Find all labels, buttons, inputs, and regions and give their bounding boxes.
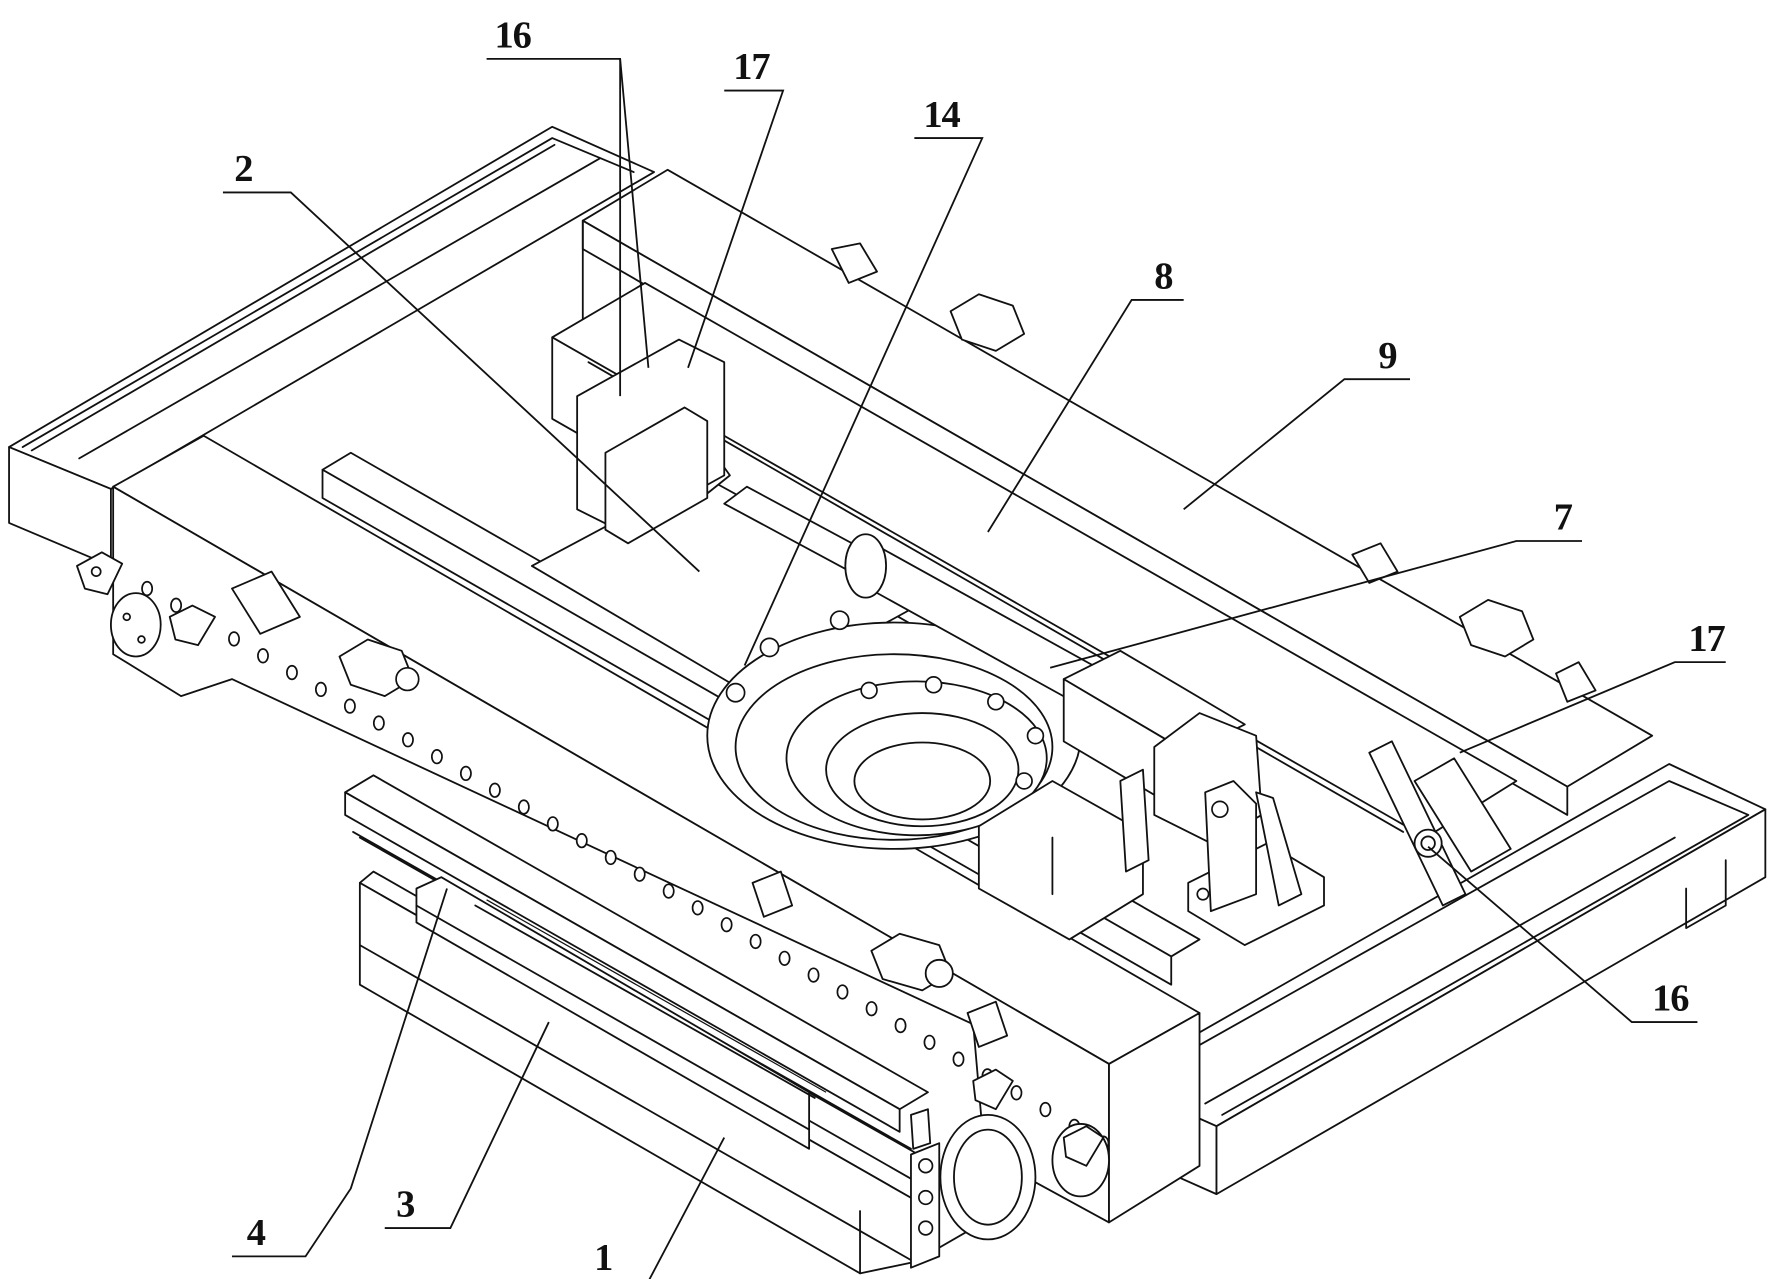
left-end-tray: [8, 125, 655, 567]
label-17-right: 17: [1688, 618, 1725, 660]
beam-hole: [604, 849, 617, 866]
label-16-top: 16: [495, 15, 532, 57]
beam-hole: [749, 933, 762, 950]
slider-3: [415, 876, 827, 1150]
reference-labels: 16 17 14 2 8 9 7 17 16 4 3 1: [234, 15, 1726, 1279]
beam-hole: [141, 580, 154, 597]
beam-hole: [546, 816, 559, 832]
slewing-bearing-14: [706, 610, 1082, 850]
beam-hole: [1039, 1101, 1052, 1118]
pivot-bracket: [1187, 780, 1325, 947]
leader-lines: [222, 57, 1726, 1279]
label-4: 4: [247, 1212, 266, 1254]
beam-hole: [402, 732, 414, 748]
beam-hole: [575, 832, 588, 849]
beam-holes: [141, 580, 1110, 1151]
beam-hole: [691, 900, 704, 916]
beam-hole: [459, 765, 472, 782]
label-2: 2: [234, 148, 252, 190]
beam-hole: [343, 698, 356, 714]
motor-gearbox: [977, 768, 1150, 941]
beam-hole: [257, 648, 269, 664]
beam-hole: [865, 1001, 878, 1017]
beam-hole: [720, 917, 733, 933]
label-14: 14: [923, 94, 960, 136]
beam-hole: [952, 1051, 965, 1067]
label-1: 1: [594, 1237, 612, 1279]
pin-brackets: [76, 551, 1105, 1167]
end-flanges: [109, 592, 1110, 1269]
label-3: 3: [396, 1184, 414, 1226]
label-16-right: 16: [1652, 978, 1689, 1020]
beam-hole: [228, 631, 240, 647]
beam-hole: [517, 799, 530, 815]
outer-frame-rail-9: [581, 168, 1654, 816]
beam-hole: [286, 664, 298, 681]
beam-hole: [430, 749, 443, 765]
beam-hole: [662, 883, 675, 899]
label-17-top: 17: [733, 46, 770, 88]
beam-hole: [894, 1017, 907, 1034]
label-9: 9: [1378, 335, 1396, 377]
hex-nuts: [231, 242, 1597, 992]
beam-hole: [372, 715, 385, 731]
label-7: 7: [1554, 497, 1573, 539]
rear-block: [576, 338, 726, 545]
beam-hole: [1010, 1085, 1023, 1101]
beam-hole: [170, 597, 183, 613]
beam-hole: [836, 984, 849, 1000]
beam-hole: [633, 866, 646, 882]
beam-hole: [778, 950, 791, 966]
beam-hole: [923, 1034, 936, 1050]
beam-hole: [807, 967, 820, 983]
swing-arm: [1368, 740, 1512, 907]
beam-hole: [314, 681, 327, 698]
label-8: 8: [1154, 256, 1172, 298]
beam-hole: [488, 782, 501, 798]
